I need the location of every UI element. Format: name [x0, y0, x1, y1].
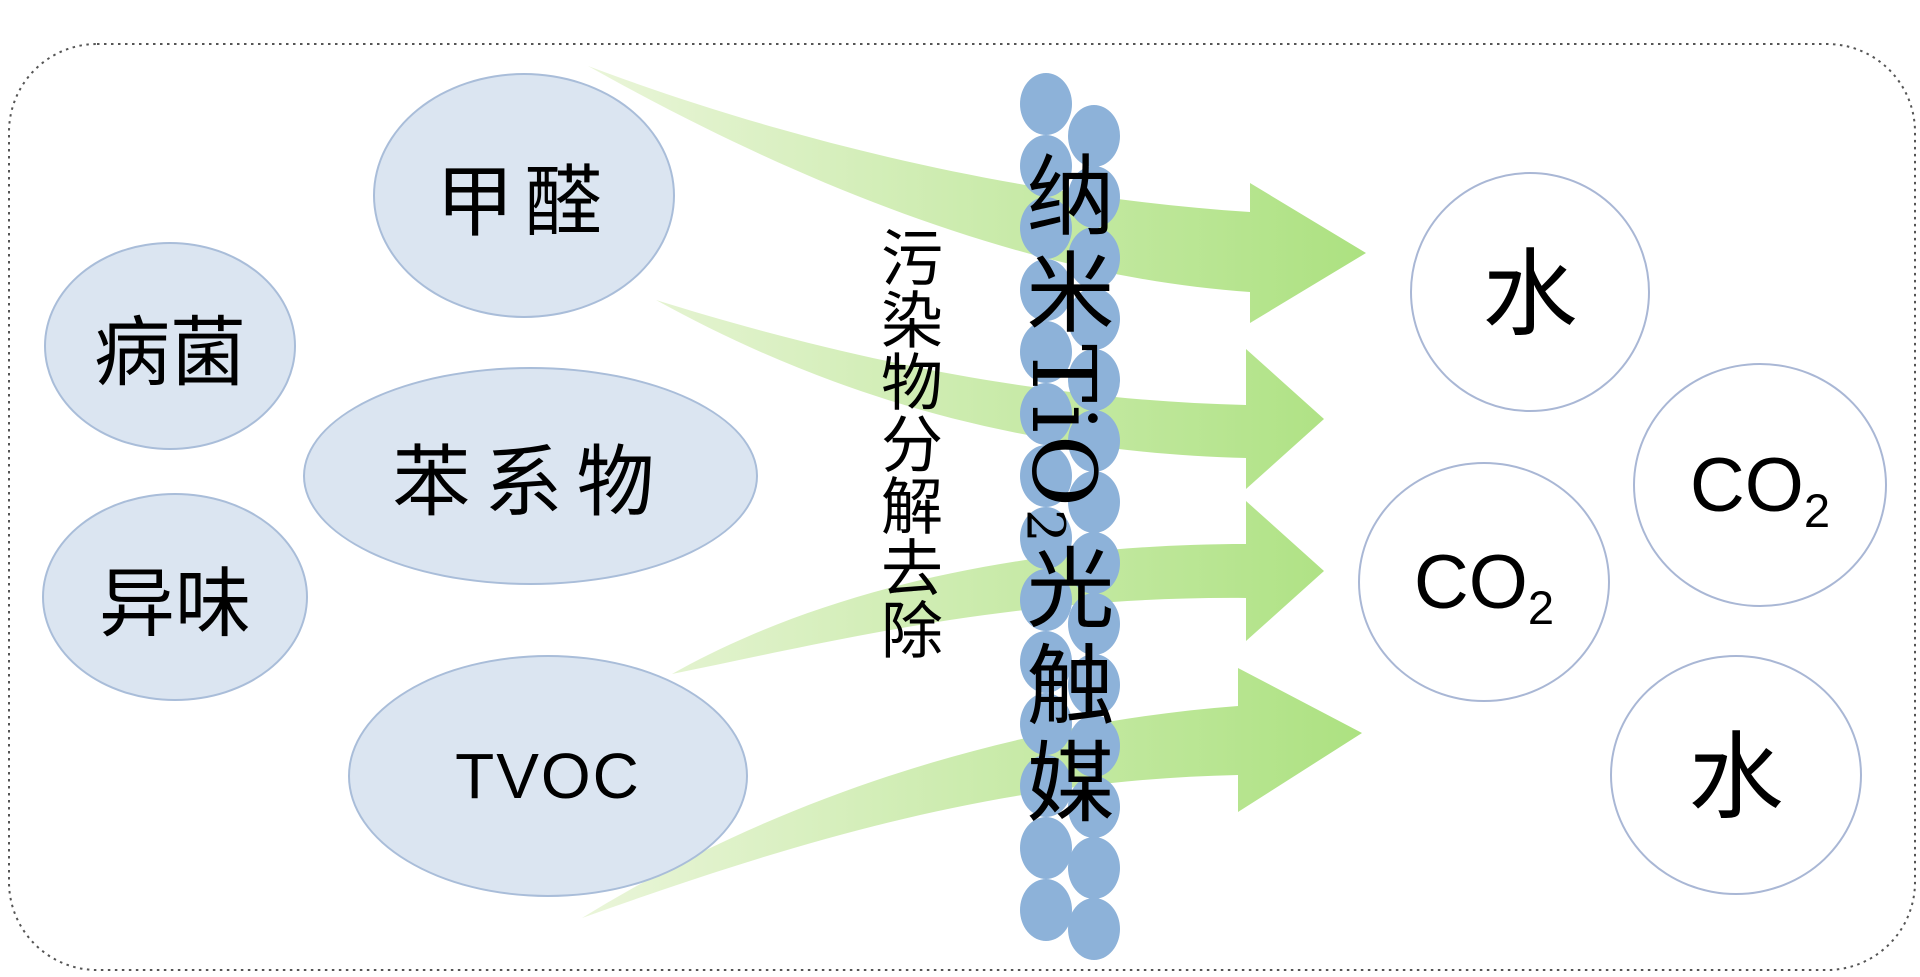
product-circle-co2-right: CO2 [1633, 363, 1887, 607]
catalyst-label-prefix: 纳米 [1012, 150, 1115, 344]
tio2-particle [1068, 898, 1120, 960]
pollutant-label-germs: 病菌 [94, 308, 246, 397]
pollutant-ellipse-benzene: 苯系物 [303, 367, 758, 585]
product-circle-water-top: 水 [1410, 172, 1650, 412]
tio2-particle [1020, 507, 1072, 569]
tio2-particle [1068, 654, 1120, 716]
tio2-particle [1020, 755, 1072, 817]
flow-arrow-4 [582, 668, 1362, 918]
tio2-particle [1068, 105, 1120, 167]
pollutant-label-odor: 异味 [99, 559, 251, 648]
tio2-particle [1068, 593, 1120, 655]
tio2-particle-chain [1020, 73, 1120, 960]
tio2-particle [1068, 776, 1120, 838]
catalyst-formula-base: TiO [1012, 344, 1115, 509]
tio2-particle [1020, 135, 1072, 197]
flow-arrow-1 [588, 66, 1366, 323]
process-label: 污染物分解去除 [870, 226, 943, 660]
tio2-particle [1068, 227, 1120, 289]
tio2-particle [1068, 349, 1120, 411]
product-label-co2-middle: CO2 [1413, 539, 1555, 634]
tio2-particle [1020, 817, 1072, 879]
tio2-particle [1020, 879, 1072, 941]
tio2-particle [1068, 532, 1120, 594]
product-label-water-bottom: 水 [1688, 723, 1784, 833]
catalyst-formula: TiO2 [1012, 344, 1115, 543]
catalyst-formula-subscript: 2 [1014, 508, 1076, 543]
tio2-particle [1020, 569, 1072, 631]
pollutant-label-tvoc: TVOC [455, 740, 641, 812]
product-label-co2-right: CO2 [1689, 442, 1831, 537]
pollutant-ellipse-formaldehyde: 甲醛 [373, 73, 675, 318]
tio2-particle [1068, 837, 1120, 899]
tio2-particle [1068, 471, 1120, 533]
catalyst-label-suffix: 光触媒 [1012, 542, 1115, 834]
tio2-particle [1020, 383, 1072, 445]
product-circle-co2-middle: CO2 [1358, 462, 1610, 702]
product-circle-water-bottom: 水 [1610, 655, 1862, 895]
tio2-particle [1020, 321, 1072, 383]
pollutant-label-formaldehyde: 甲醛 [435, 157, 612, 248]
tio2-particle [1068, 166, 1120, 228]
tio2-particle [1020, 631, 1072, 693]
pollutant-ellipse-tvoc: TVOC [348, 655, 748, 897]
tio2-particle [1020, 445, 1072, 507]
catalyst-label: 纳米TiO2光触媒 [1012, 150, 1115, 940]
pollutant-ellipse-odor: 异味 [42, 493, 308, 701]
diagram-dotted-border [8, 43, 1916, 971]
product-label-water-top: 水 [1482, 240, 1578, 350]
flow-arrow-3 [672, 501, 1324, 674]
tio2-particle [1020, 197, 1072, 259]
flow-arrow-2 [656, 300, 1324, 489]
tio2-particle [1068, 715, 1120, 777]
tio2-particle [1020, 73, 1072, 135]
tio2-particle [1020, 259, 1072, 321]
pollutant-label-benzene: 苯系物 [392, 438, 669, 528]
tio2-particle [1020, 693, 1072, 755]
tio2-particle [1068, 410, 1120, 472]
pollutant-ellipse-germs: 病菌 [44, 242, 296, 450]
tio2-particle [1068, 288, 1120, 350]
